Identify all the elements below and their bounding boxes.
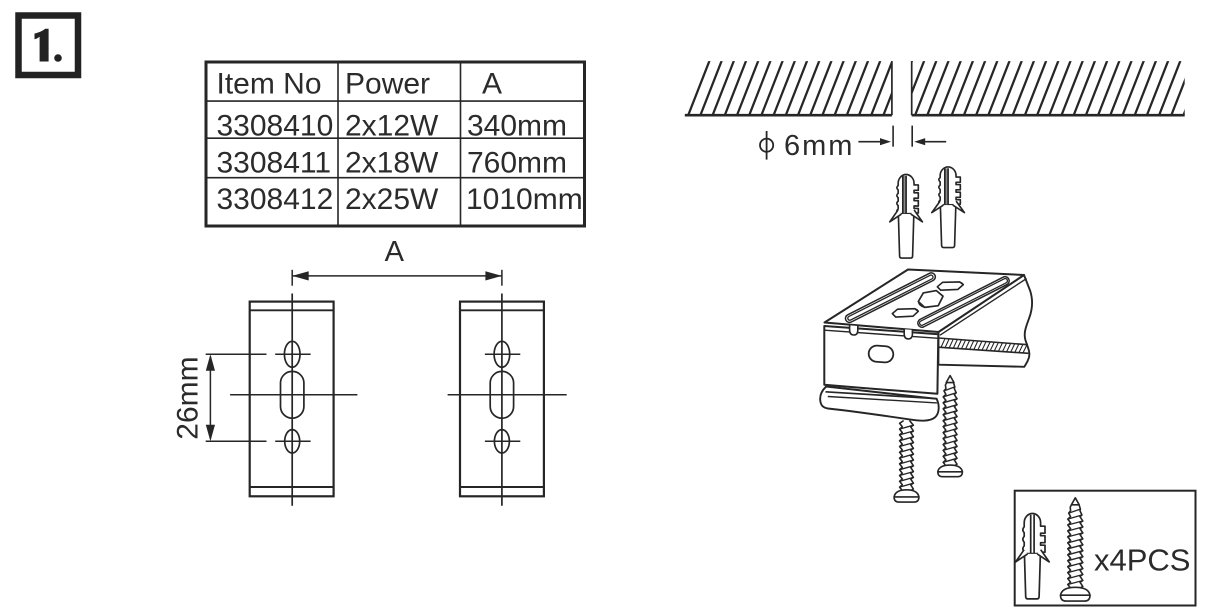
svg-text:6mm: 6mm [784,130,854,162]
svg-text:3308411: 3308411 [217,147,332,180]
svg-text:1010mm: 1010mm [466,183,583,216]
svg-text:26mm: 26mm [172,356,205,439]
svg-text:3308410: 3308410 [217,109,334,142]
svg-text:3308412: 3308412 [217,183,334,216]
svg-text:2x18W: 2x18W [345,147,439,180]
svg-text:2x25W: 2x25W [345,183,439,216]
svg-text:2x12W: 2x12W [345,109,439,142]
svg-text:Power: Power [345,68,430,101]
svg-text:760mm: 760mm [467,147,567,180]
svg-text:x4PCS: x4PCS [1094,543,1190,578]
svg-text:340mm: 340mm [467,109,567,142]
svg-text:A: A [482,68,502,101]
svg-text:Item No: Item No [217,68,322,101]
svg-text:A: A [385,236,405,268]
